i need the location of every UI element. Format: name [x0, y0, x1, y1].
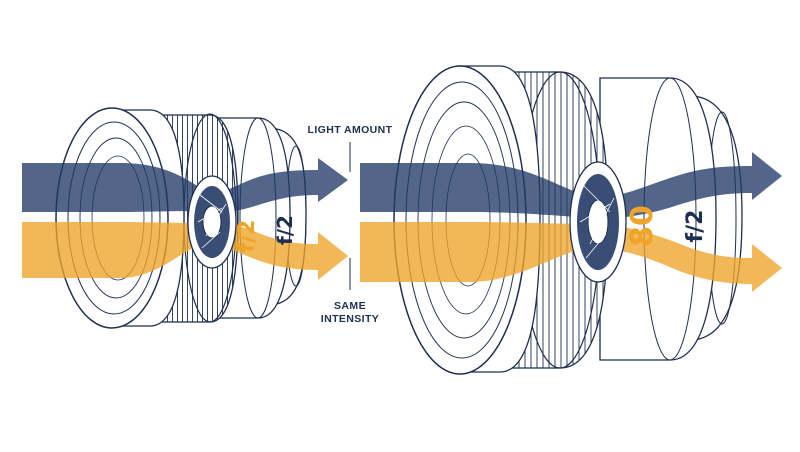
right-lens-front-face	[393, 65, 527, 375]
left-lens	[55, 107, 307, 329]
same-intensity-line2: INTENSITY	[320, 313, 380, 325]
left-aperture-label-back: f/2	[273, 215, 297, 245]
right-aperture-label: f/2	[683, 210, 708, 243]
right-light-beams	[360, 152, 782, 292]
left-orange-beam	[22, 221, 348, 280]
right-orange-beam	[360, 222, 782, 292]
same-intensity-line1: SAME	[334, 300, 366, 312]
left-aperture-label-front: f/2	[235, 220, 260, 253]
right-lens-rear-body	[599, 77, 717, 361]
same-intensity-label: SAME INTENSITY	[300, 300, 400, 326]
right-aperture	[569, 161, 627, 283]
left-aperture	[187, 175, 237, 269]
light-amount-text: LIGHT AMOUNT	[307, 124, 393, 136]
right-focal-label: 80	[625, 205, 660, 247]
left-navy-beam	[22, 158, 348, 213]
right-navy-beam	[360, 152, 782, 219]
left-light-beams	[22, 158, 348, 280]
left-lens-front-face	[55, 107, 169, 329]
light-amount-label: LIGHT AMOUNT	[300, 124, 400, 137]
